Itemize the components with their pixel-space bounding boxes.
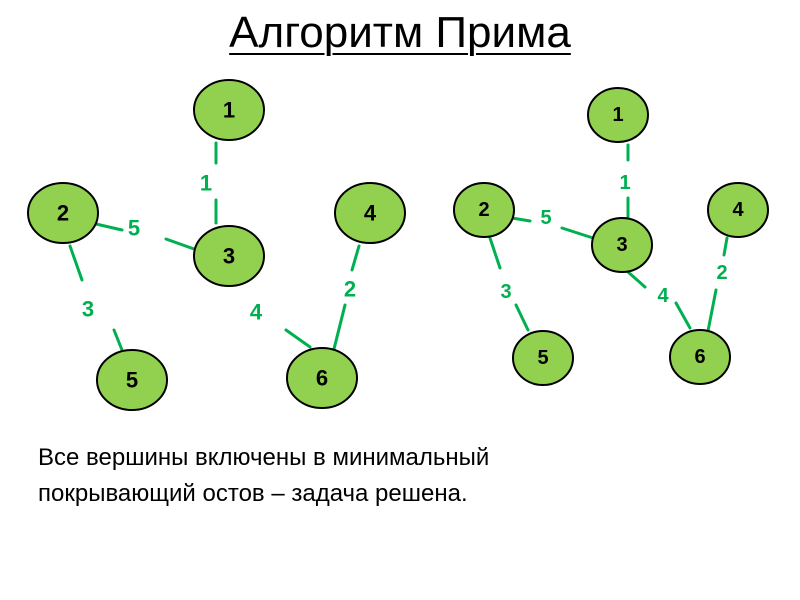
node-circle — [334, 182, 406, 244]
edge-weight-label: 2 — [344, 277, 356, 302]
node-circle — [669, 329, 731, 385]
node-circle — [27, 182, 99, 244]
node-4: 4 — [334, 182, 406, 244]
node-4: 4 — [707, 182, 769, 238]
node-circle — [587, 87, 649, 143]
edge-line — [164, 237, 196, 251]
caption: Все вершины включены в минимальный покры… — [38, 440, 738, 512]
node-6: 6 — [669, 329, 731, 385]
edge-3-6: 4 — [626, 270, 692, 330]
edge-2-5: 3 — [488, 236, 530, 332]
caption-line-2: покрывающий остов – задача решена. — [38, 480, 468, 507]
edge-1-3: 1 — [200, 141, 218, 225]
node-circle — [707, 182, 769, 238]
edge-weight-label: 5 — [128, 216, 140, 241]
node-label: 4 — [732, 199, 744, 221]
edge-line — [510, 216, 532, 223]
edge-weight-label: 1 — [619, 172, 630, 194]
node-circle — [96, 349, 168, 411]
edge-line — [332, 303, 347, 351]
edge-line — [674, 301, 692, 330]
node-label: 6 — [694, 346, 705, 368]
node-label: 2 — [57, 201, 69, 226]
edge-weight-label: 5 — [540, 207, 551, 229]
node-label: 1 — [612, 104, 623, 126]
node-label: 3 — [616, 234, 627, 256]
edge-weight-label: 1 — [200, 171, 212, 196]
node-5: 5 — [96, 349, 168, 411]
edge-weight-label: 3 — [500, 281, 511, 303]
graph-right: 1 5 3 4 2 1 2 3 4 5 6 — [453, 87, 769, 386]
node-circle — [591, 217, 653, 273]
edge-4-6: 2 — [706, 236, 729, 333]
edge-line — [94, 222, 124, 232]
node-circle — [512, 330, 574, 386]
node-label: 1 — [223, 98, 235, 123]
edge-1-3: 1 — [619, 143, 631, 220]
node-5: 5 — [512, 330, 574, 386]
edge-line — [626, 270, 647, 289]
node-label: 5 — [126, 368, 138, 393]
graph-left: 1 5 3 4 2 1 2 3 4 5 6 — [27, 79, 406, 411]
edge-2-5: 3 — [68, 244, 124, 352]
edge-2-3: 5 — [94, 216, 196, 251]
edge-line — [68, 244, 84, 282]
node-1: 1 — [193, 79, 265, 141]
node-label: 4 — [364, 201, 377, 226]
edge-line — [706, 288, 718, 333]
edge-line — [514, 303, 530, 332]
edge-line — [488, 236, 502, 270]
node-label: 5 — [537, 347, 548, 369]
edge-line — [350, 244, 361, 272]
edge-line — [560, 226, 595, 240]
node-label: 3 — [223, 244, 235, 269]
node-label: 6 — [316, 366, 328, 391]
edge-weight-label: 2 — [716, 262, 727, 284]
node-2: 2 — [453, 182, 515, 238]
edge-line — [112, 328, 124, 352]
node-label: 2 — [478, 199, 489, 221]
edge-line — [284, 328, 312, 349]
node-circle — [193, 79, 265, 141]
page-title: Алгоритм Прима — [229, 8, 571, 57]
edge-4-6: 2 — [332, 244, 361, 351]
edge-weight-label: 4 — [657, 285, 669, 307]
node-3: 3 — [591, 217, 653, 273]
node-3: 3 — [193, 225, 265, 287]
edge-weight-label: 3 — [82, 297, 94, 322]
edge-2-3: 5 — [510, 207, 595, 240]
caption-line-1: Все вершины включены в минимальный — [38, 444, 490, 471]
edge-line — [722, 236, 729, 257]
node-6: 6 — [286, 347, 358, 409]
node-2: 2 — [27, 182, 99, 244]
node-1: 1 — [587, 87, 649, 143]
node-circle — [193, 225, 265, 287]
edge-weight-label: 4 — [250, 300, 263, 325]
node-circle — [453, 182, 515, 238]
node-circle — [286, 347, 358, 409]
edge-3-6: 4 — [250, 300, 312, 349]
